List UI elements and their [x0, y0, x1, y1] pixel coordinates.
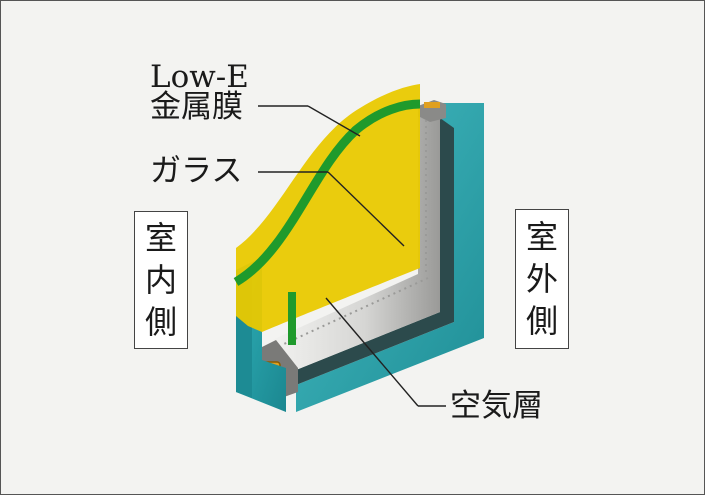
outdoor-side-box: 室 外 側 — [515, 209, 569, 349]
indoor-char-3: 側 — [144, 303, 177, 342]
lowe-label-line1: Low-E — [150, 59, 249, 95]
air-layer-label: 空気層 — [450, 388, 543, 424]
indoor-side-box: 室 内 側 — [134, 211, 188, 349]
spacer-dots-bottom — [283, 277, 429, 345]
indoor-char-2: 内 — [144, 260, 177, 299]
indoor-char-1: 室 — [144, 218, 177, 257]
leader-air — [325, 297, 419, 407]
glass-label: ガラス — [150, 153, 243, 189]
top-desiccant — [424, 102, 440, 108]
lowe-label-line2: 金属膜 — [150, 89, 243, 125]
leader-lowe-diag — [307, 105, 361, 137]
leader-glass-diag — [327, 171, 405, 247]
air-layer-region — [272, 112, 440, 370]
outdoor-char-3: 側 — [525, 302, 558, 341]
lowe-film — [236, 84, 420, 332]
outer-glass-pane — [296, 103, 484, 412]
green-film-edge — [233, 99, 421, 286]
outdoor-char-1: 室 — [525, 217, 558, 256]
outdoor-char-2: 外 — [525, 259, 558, 298]
